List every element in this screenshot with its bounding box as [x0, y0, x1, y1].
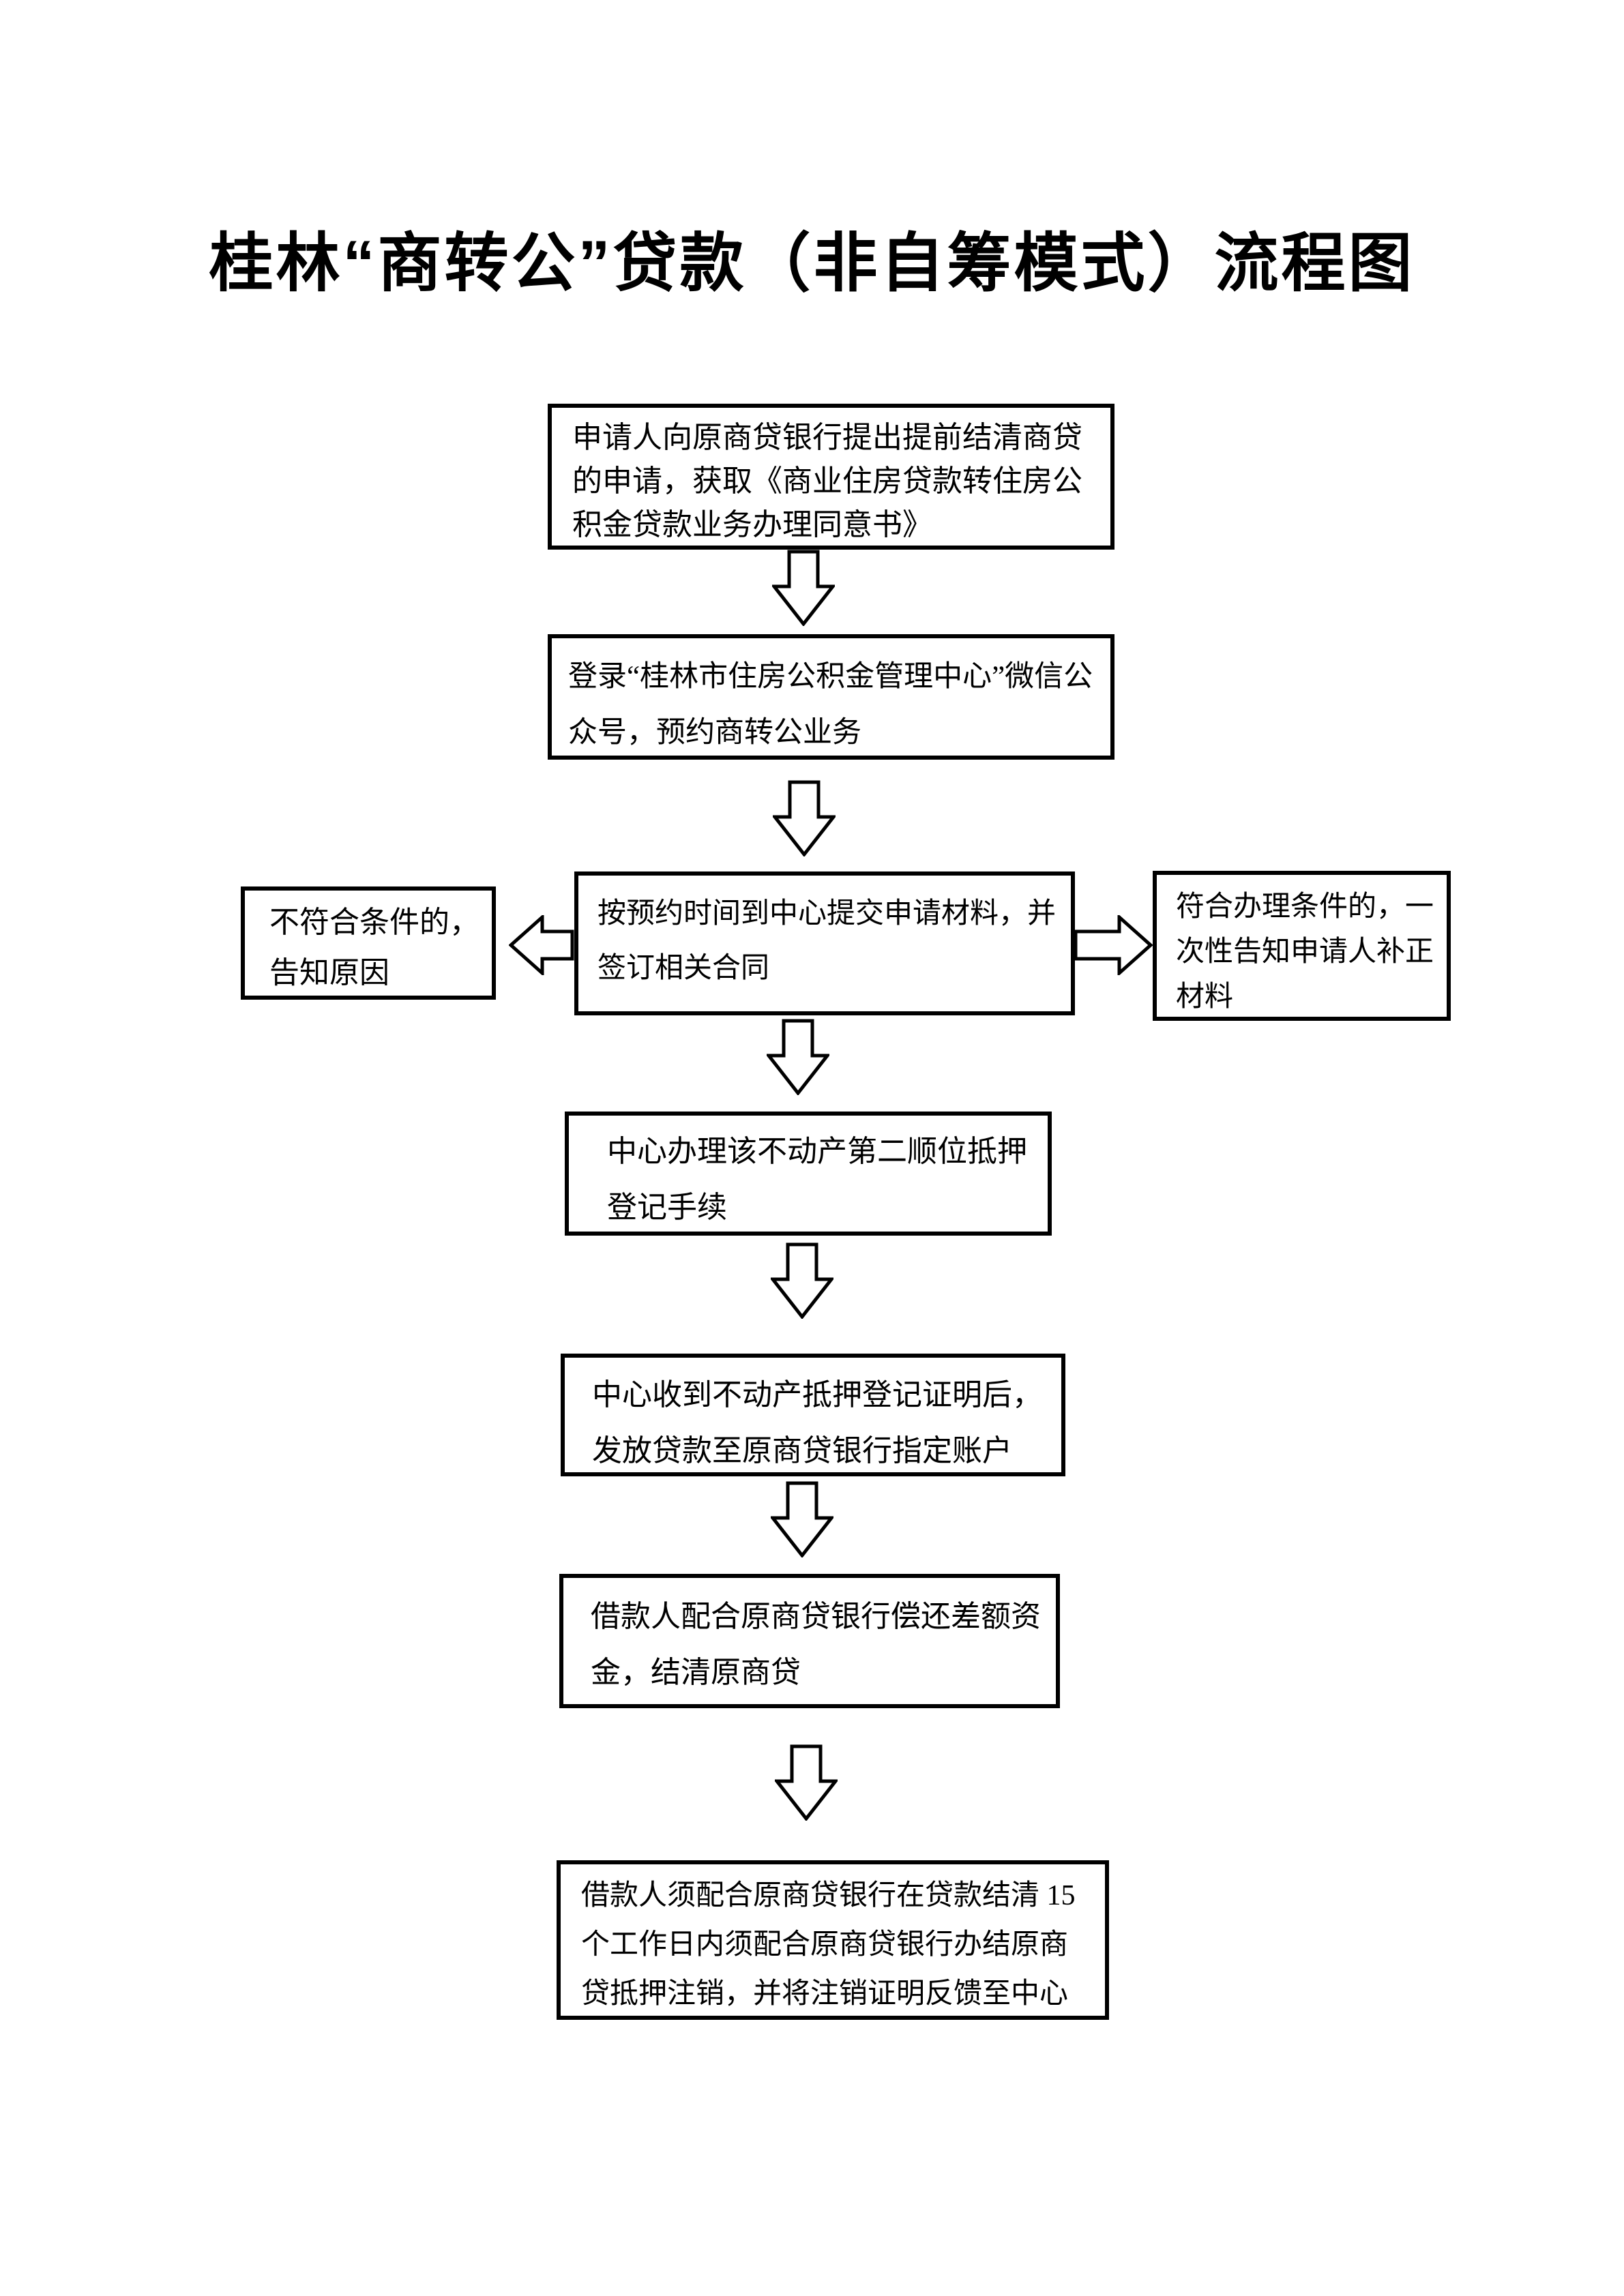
- down-block-arrow-icon: [772, 550, 835, 626]
- down-block-arrow-icon: [771, 1481, 833, 1557]
- step-reserve-box: 登录“桂林市住房公积金管理中心”微信公众号，预约商转公业务: [548, 634, 1114, 760]
- step-repay-box: 借款人配合原商贷银行偿还差额资金，结清原商贷: [559, 1574, 1060, 1708]
- branch-supplement-box: 符合办理条件的，一次性告知申请人补正材料: [1153, 871, 1451, 1021]
- left-block-arrow-icon: [509, 915, 574, 975]
- step-apply-box: 申请人向原商贷银行提出提前结清商贷的申请，获取《商业住房贷款转住房公积金贷款业务…: [548, 404, 1114, 550]
- down-block-arrow-icon: [771, 1242, 833, 1319]
- step-cancel-box: 借款人须配合原商贷银行在贷款结清 15 个工作日内须配合原商贷银行办结原商贷抵押…: [557, 1860, 1109, 2020]
- step-disburse-box: 中心收到不动产抵押登记证明后，发放贷款至原商贷银行指定账户: [561, 1354, 1065, 1476]
- step-submit-box: 按预约时间到中心提交申请材料，并签订相关合同: [574, 871, 1075, 1015]
- step-mortgage-box: 中心办理该不动产第二顺位抵押登记手续: [565, 1112, 1052, 1236]
- down-block-arrow-icon: [773, 780, 836, 856]
- branch-reject-box: 不符合条件的，告知原因: [241, 886, 496, 1000]
- down-block-arrow-icon: [767, 1019, 829, 1095]
- right-block-arrow-icon: [1074, 915, 1153, 975]
- page-title: 桂林“商转公”贷款（非自筹模式）流程图: [209, 227, 1415, 299]
- down-block-arrow-icon: [775, 1744, 838, 1821]
